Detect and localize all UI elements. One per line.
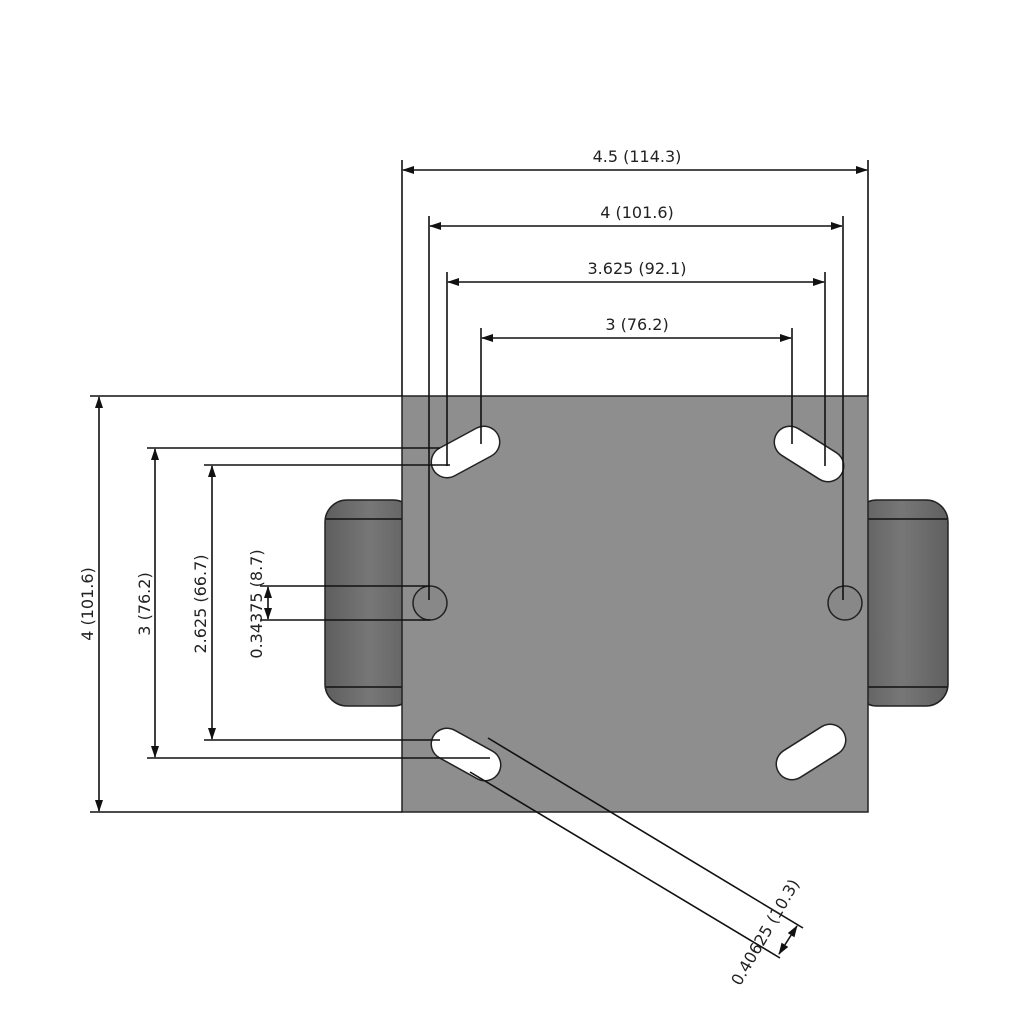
slot-bottom-left (430, 727, 502, 782)
dim-slot-span-outer: 3.625 (92.1) (446, 259, 826, 466)
dim-overall-width: 4.5 (114.3) (401, 147, 869, 396)
dim-hole-span: 4 (101.6) (428, 203, 844, 600)
slot-top-left (430, 425, 501, 479)
slot-top-right (773, 425, 845, 483)
dim-label: 3.625 (92.1) (588, 259, 687, 278)
wheel-right (854, 499, 949, 707)
dim-slot-height-outer: 3 (76.2) (135, 447, 490, 759)
dim-slot-span-inner: 3 (76.2) (480, 315, 793, 444)
dim-label: 0.34375 (8.7) (247, 549, 266, 658)
slot-bottom-right (775, 723, 847, 781)
dim-label: 4.5 (114.3) (593, 147, 682, 166)
dim-label: 4 (101.6) (78, 567, 97, 641)
dim-slot-height-inner: 2.625 (66.7) (191, 464, 450, 741)
dim-overall-height: 4 (101.6) (78, 395, 402, 813)
dim-label: 3 (76.2) (135, 572, 154, 635)
dim-label: 4 (101.6) (600, 203, 674, 222)
top-plate (401, 395, 869, 813)
dim-label: 3 (76.2) (605, 315, 668, 334)
dim-label: 2.625 (66.7) (191, 555, 210, 654)
dim-hole-diameter: 0.34375 (8.7) (247, 549, 430, 659)
hole-left (412, 585, 448, 621)
hole-right (827, 585, 863, 621)
